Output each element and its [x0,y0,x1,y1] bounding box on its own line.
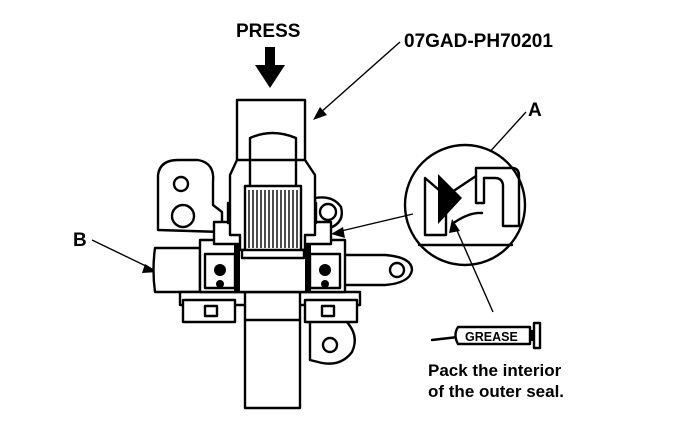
grease-leader [449,219,494,313]
inset-leader [331,213,414,238]
steering-knuckle [152,158,414,365]
label-a: A [528,100,542,121]
tool-part-number-label: 07GAD-PH70201 [404,31,553,52]
hub-shaft [243,290,302,410]
tool-leader-line [313,41,401,120]
grease-tube-icon: GREASE [430,321,542,350]
hub-bearing-assembly [198,201,347,294]
caption-line-1: Pack the interior [428,361,562,380]
press-label: PRESS [236,21,300,42]
grease-label: GREASE [465,330,518,344]
label-b-leader [91,239,158,273]
caption-line-2: of the outer seal. [428,382,564,401]
press-arrow [255,47,285,88]
label-b: B [73,230,87,251]
splined-hub [240,184,306,260]
seal-detail-inset [403,143,527,267]
